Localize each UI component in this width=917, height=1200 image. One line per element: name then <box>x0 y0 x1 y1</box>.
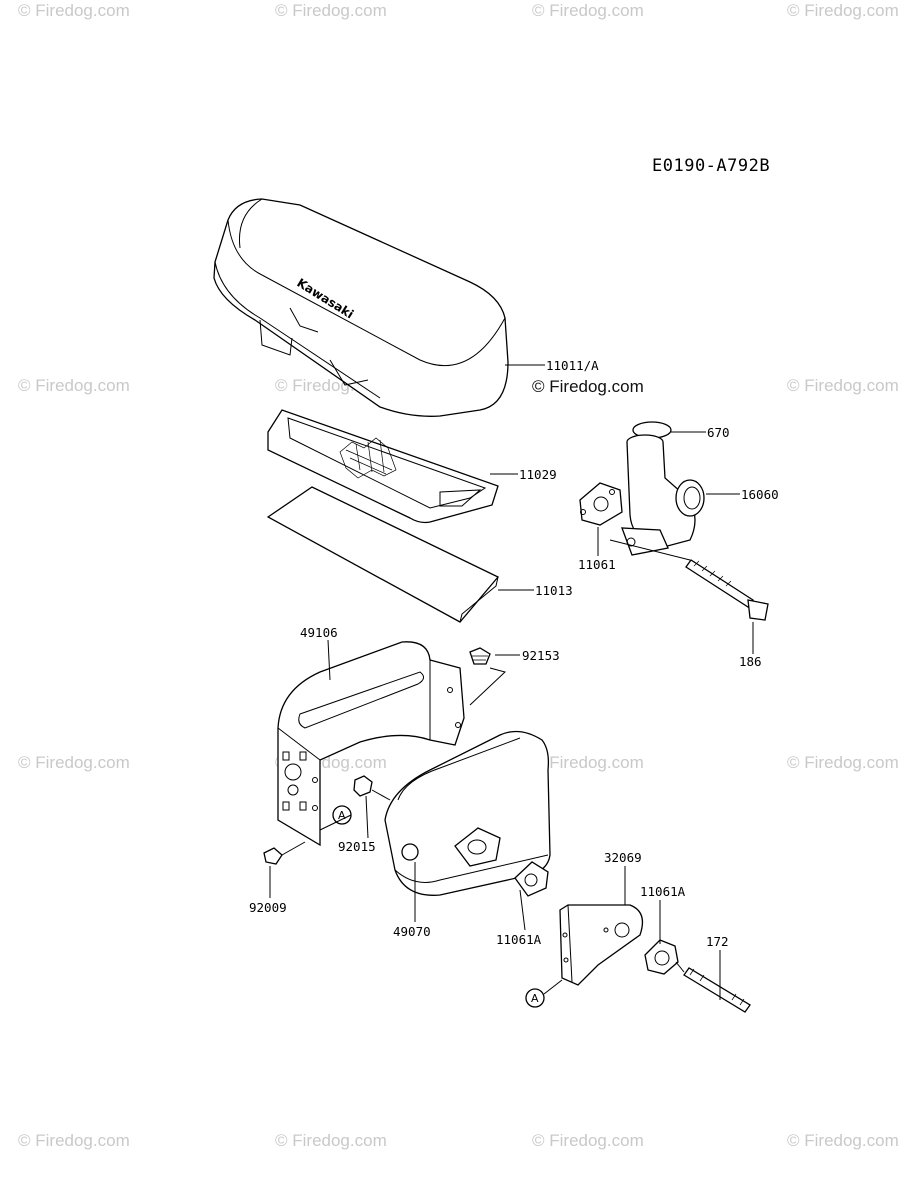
pre-cleaner-foam <box>266 486 500 623</box>
watermark: © Firedog.com <box>787 753 899 772</box>
part-label-92015: 92015 <box>338 839 376 854</box>
svg-text:A: A <box>531 992 539 1005</box>
leader-marker-a-lower <box>543 979 563 995</box>
watermark: © Firedog.com <box>532 753 644 772</box>
part-label-11013: 11013 <box>535 583 573 598</box>
elbow-gasket <box>579 482 623 526</box>
svg-text:A: A <box>338 809 346 822</box>
leader-92015-dash <box>371 789 391 801</box>
part-label-49070: 49070 <box>393 924 431 939</box>
part-label-11061: 11061 <box>578 557 616 572</box>
part-label-16060: 16060 <box>741 487 779 502</box>
air-filter-element <box>267 409 499 524</box>
watermark: © Firedog.com <box>18 1131 130 1150</box>
diagram-code: E0190-A792B <box>652 156 770 176</box>
watermark: © Firedog.com <box>532 1 644 20</box>
part-label-172: 172 <box>706 934 729 949</box>
part-label-11061a-right: 11061A <box>640 884 686 899</box>
part-label-32069: 32069 <box>604 850 642 865</box>
part-label-92153: 92153 <box>522 648 560 663</box>
reference-marker-a-upper: A <box>332 805 352 825</box>
part-label-92009: 92009 <box>249 900 287 915</box>
watermark: © Firedog.com <box>18 1 130 20</box>
watermark: © Firedog.com <box>275 1 387 20</box>
flange-bolt-92153 <box>469 647 506 706</box>
part-label-11011a: 11011/A <box>546 358 599 373</box>
muffler-body <box>384 730 551 896</box>
leader-marker-a-upper <box>319 814 352 831</box>
elbow-pipe <box>621 434 705 556</box>
part-labels: 11011/A 670 11029 16060 11061 11013 186 … <box>249 358 779 949</box>
watermark: © Firedog.com <box>18 376 130 395</box>
bolt-92009 <box>263 841 306 865</box>
watermark: © Firedog.com <box>532 1131 644 1150</box>
part-label-11029: 11029 <box>519 467 557 482</box>
part-label-11061a-left: 11061A <box>496 932 542 947</box>
watermark: © Firedog.com <box>18 753 130 772</box>
muffler-gasket-right <box>644 939 679 975</box>
long-bolt <box>609 539 769 621</box>
watermark: © Firedog.com <box>787 1131 899 1150</box>
leader-lines <box>269 364 754 1000</box>
stud-bolt-172 <box>675 961 751 1013</box>
part-label-186: 186 <box>739 654 762 669</box>
muffler-cover <box>277 641 465 847</box>
part-label-49106: 49106 <box>300 625 338 640</box>
watermark: © Firedog.com <box>787 376 899 395</box>
muffler-gasket-left <box>514 861 549 897</box>
watermark-dark: © Firedog.com <box>532 377 644 396</box>
nut-92015 <box>353 775 373 797</box>
watermark: © Firedog.com <box>275 1131 387 1150</box>
muffler-bracket <box>559 904 644 986</box>
watermark: © Firedog.com <box>787 1 899 20</box>
reference-marker-a-lower: A <box>525 988 545 1008</box>
part-label-670: 670 <box>707 425 730 440</box>
air-cleaner-cover: Kawasaki <box>213 198 509 417</box>
